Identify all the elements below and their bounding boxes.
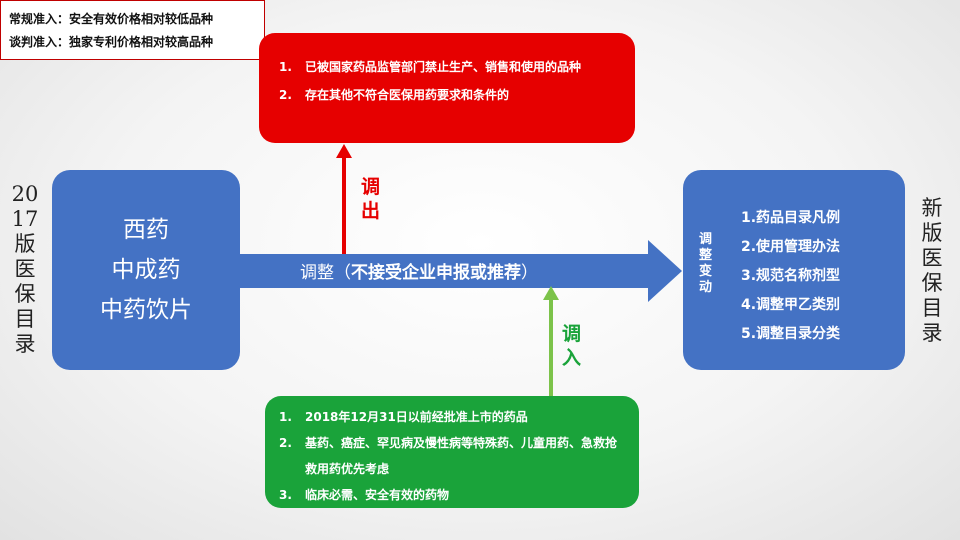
removal-criteria-box: 1. 已被国家药品监管部门禁止生产、销售和使用的品种 2. 存在其他不符合医保用… [259, 33, 635, 143]
removal-arrow [336, 144, 352, 254]
source-box: 西药 中成药 中药饮片 [52, 170, 240, 370]
source-item: 中成药 [111, 257, 181, 283]
admission-type-box: 常规准入：安全有效价格相对较低品种 谈判准入：独家专利价格相对较高品种 [0, 0, 265, 60]
item-number: 2. [279, 436, 292, 450]
target-side-char: 调 [699, 232, 713, 247]
main-arrow [240, 240, 682, 302]
removal-label-char: 出 [361, 200, 381, 222]
item-number: 2. [279, 88, 292, 102]
right-label-char: 版 [921, 221, 943, 245]
addition-label-char: 调 [562, 323, 582, 345]
removal-item: 2. 存在其他不符合医保用药要求和条件的 [279, 83, 609, 108]
target-item: 5.调整目录分类 [741, 326, 841, 342]
admission-type-negotiated: 谈判准入：独家专利价格相对较高品种 [9, 35, 214, 49]
left-label-char: 保 [14, 282, 36, 306]
addition-item: 2. 基药、癌症、罕见病及慢性病等特殊药、儿童用药、急救抢救用药优先考虑 [279, 430, 625, 482]
item-text: 2018年12月31日以前经批准上市的药品 [305, 410, 528, 424]
addition-criteria-box: 1. 2018年12月31日以前经批准上市的药品 2. 基药、癌症、罕见病及慢性… [265, 396, 639, 508]
right-label-char: 保 [921, 271, 943, 295]
target-side-label: 调 整 变 动 [699, 232, 712, 296]
left-label-char: 医 [14, 257, 36, 281]
right-label-char: 目 [921, 296, 943, 320]
left-label-char: 版 [14, 232, 36, 256]
source-item: 中药饮片 [100, 297, 192, 323]
removal-label-char: 调 [361, 176, 381, 198]
target-item: 2.使用管理办法 [741, 239, 841, 255]
addition-label-char: 入 [562, 347, 582, 369]
addition-label: 调 入 [562, 322, 581, 370]
left-vertical-label: 20 17 版 医 保 目 录 [8, 182, 42, 357]
admission-type-regular: 常规准入：安全有效价格相对较低品种 [9, 12, 214, 26]
main-arrow-label: 调整（不接受企业申报或推荐） [300, 258, 538, 283]
item-number: 1. [279, 410, 292, 424]
removal-item: 1. 已被国家药品监管部门禁止生产、销售和使用的品种 [279, 55, 609, 80]
addition-arrow [543, 286, 559, 396]
arrow-label-suffix: ） [521, 263, 538, 283]
item-number: 3. [279, 488, 292, 502]
item-text: 存在其他不符合医保用药要求和条件的 [305, 88, 510, 102]
item-text: 临床必需、安全有效的药物 [305, 488, 450, 502]
item-number: 1. [279, 60, 292, 74]
left-label-char: 录 [14, 332, 36, 356]
item-text: 已被国家药品监管部门禁止生产、销售和使用的品种 [305, 60, 582, 74]
addition-item: 3. 临床必需、安全有效的药物 [279, 482, 625, 508]
item-text: 基药、癌症、罕见病及慢性病等特殊药、儿童用药、急救抢救用药优先考虑 [305, 436, 618, 476]
target-side-char: 整 [699, 248, 713, 263]
target-side-char: 变 [699, 264, 713, 279]
left-label-char: 目 [14, 307, 36, 331]
left-label-char: 20 [11, 182, 39, 206]
target-item-list: 1.药品目录凡例 2.使用管理办法 3.规范名称剂型 4.调整甲乙类别 5.调整… [741, 204, 840, 349]
right-label-char: 录 [921, 321, 943, 345]
target-side-char: 动 [699, 280, 713, 295]
right-vertical-label: 新 版 医 保 目 录 [916, 196, 948, 346]
arrow-label-emphasis: 不接受企业申报或推荐 [351, 263, 521, 283]
right-label-char: 医 [921, 246, 943, 270]
addition-item: 1. 2018年12月31日以前经批准上市的药品 [279, 404, 625, 430]
target-item: 3.规范名称剂型 [741, 268, 841, 284]
target-box: 调 整 变 动 1.药品目录凡例 2.使用管理办法 3.规范名称剂型 4.调整甲… [683, 170, 905, 370]
right-label-char: 新 [921, 196, 943, 220]
source-item: 西药 [123, 217, 169, 243]
target-item: 4.调整甲乙类别 [741, 297, 841, 313]
arrow-label-prefix: 调整（ [300, 263, 351, 283]
removal-label: 调 出 [361, 175, 380, 223]
target-item: 1.药品目录凡例 [741, 210, 841, 226]
left-label-char: 17 [11, 207, 39, 231]
